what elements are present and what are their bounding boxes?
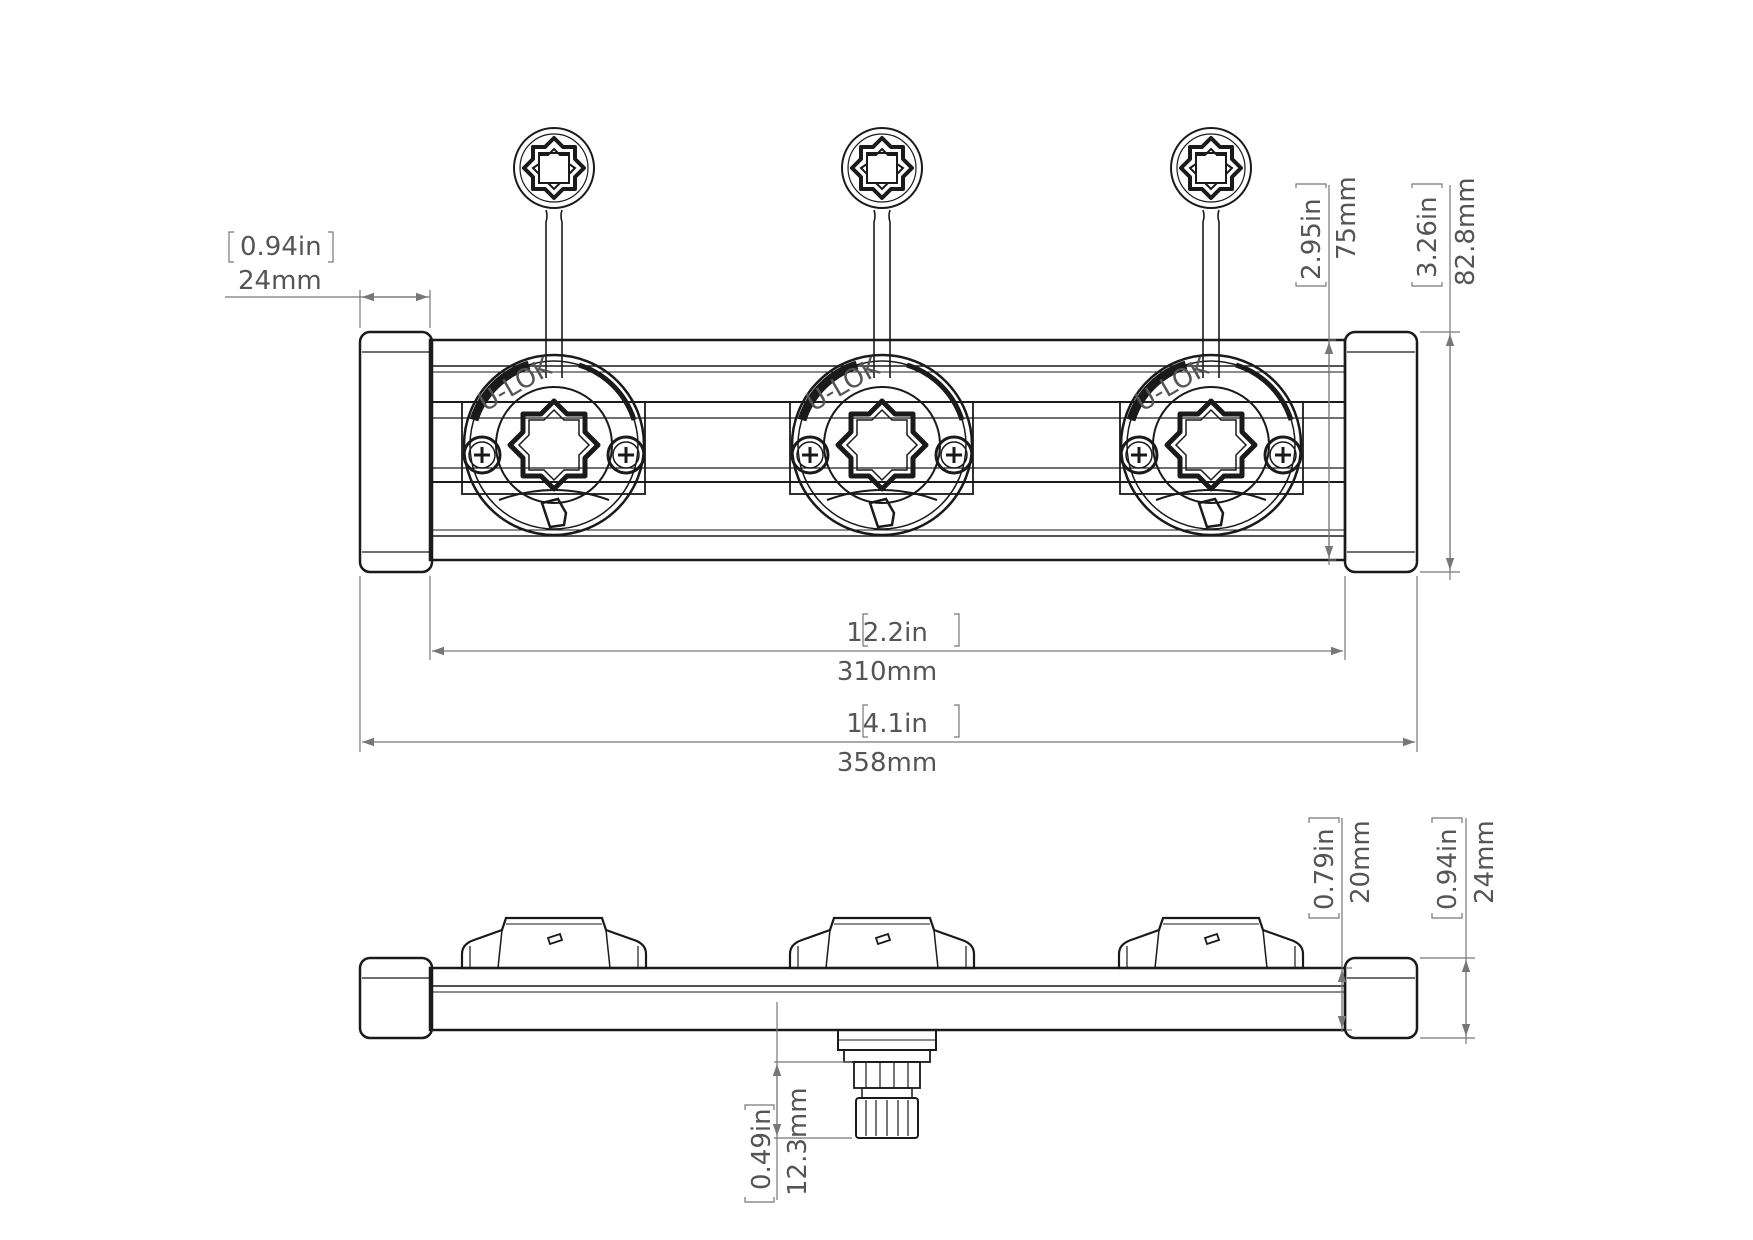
mounting-stud	[837, 1029, 937, 1139]
overall-length-metric: 358mm	[837, 748, 937, 778]
ulok-base-side-2	[788, 916, 976, 970]
top-view: U-LOK U-LOK U-LOK	[358, 126, 1419, 574]
dim-stud-length: 0.49in 12.3mm	[744, 1002, 852, 1203]
dim-overall-height: 0.94in 24mm	[1420, 817, 1500, 1044]
overall-height-metric: 24mm	[1470, 820, 1500, 904]
stud-length-metric: 12.3mm	[783, 1087, 813, 1196]
dim-end-cap-width: 0.94in 24mm	[225, 231, 431, 328]
dim-overall-length: 14.1in 358mm	[359, 576, 1418, 778]
side-view	[358, 916, 1419, 1139]
end-cap-width-metric: 24mm	[238, 266, 322, 296]
end-cap-width-imperial: 0.94in	[240, 232, 322, 262]
overall-width-imperial: 3.26in	[1413, 196, 1443, 278]
rail-length-imperial: 12.2in	[846, 618, 928, 648]
overall-height-imperial: 0.94in	[1433, 828, 1463, 910]
ulok-base-side-3	[1117, 916, 1305, 970]
rail-width-imperial: 2.95in	[1297, 198, 1327, 280]
end-cap-left	[358, 330, 434, 574]
track-rail-side	[428, 966, 1347, 1032]
end-cap-left-side	[358, 956, 434, 1040]
dim-rail-width: 2.95in 75mm	[1295, 176, 1362, 565]
dim-rail-height: 0.79in 20mm	[1308, 817, 1376, 1032]
overall-length-imperial: 14.1in	[846, 709, 928, 739]
dim-overall-width: 3.26in 82.8mm	[1411, 177, 1481, 580]
end-cap-right-side	[1343, 956, 1419, 1040]
overall-width-metric: 82.8mm	[1451, 177, 1481, 286]
stud-length-imperial: 0.49in	[747, 1108, 777, 1190]
dim-rail-length: 12.2in 310mm	[429, 576, 1346, 687]
end-cap-right	[1343, 330, 1419, 574]
ulok-base-side-1	[460, 916, 648, 970]
rail-height-metric: 20mm	[1346, 820, 1376, 904]
rail-height-imperial: 0.79in	[1310, 828, 1340, 910]
rail-length-metric: 310mm	[837, 657, 937, 687]
rail-width-metric: 75mm	[1332, 176, 1362, 260]
